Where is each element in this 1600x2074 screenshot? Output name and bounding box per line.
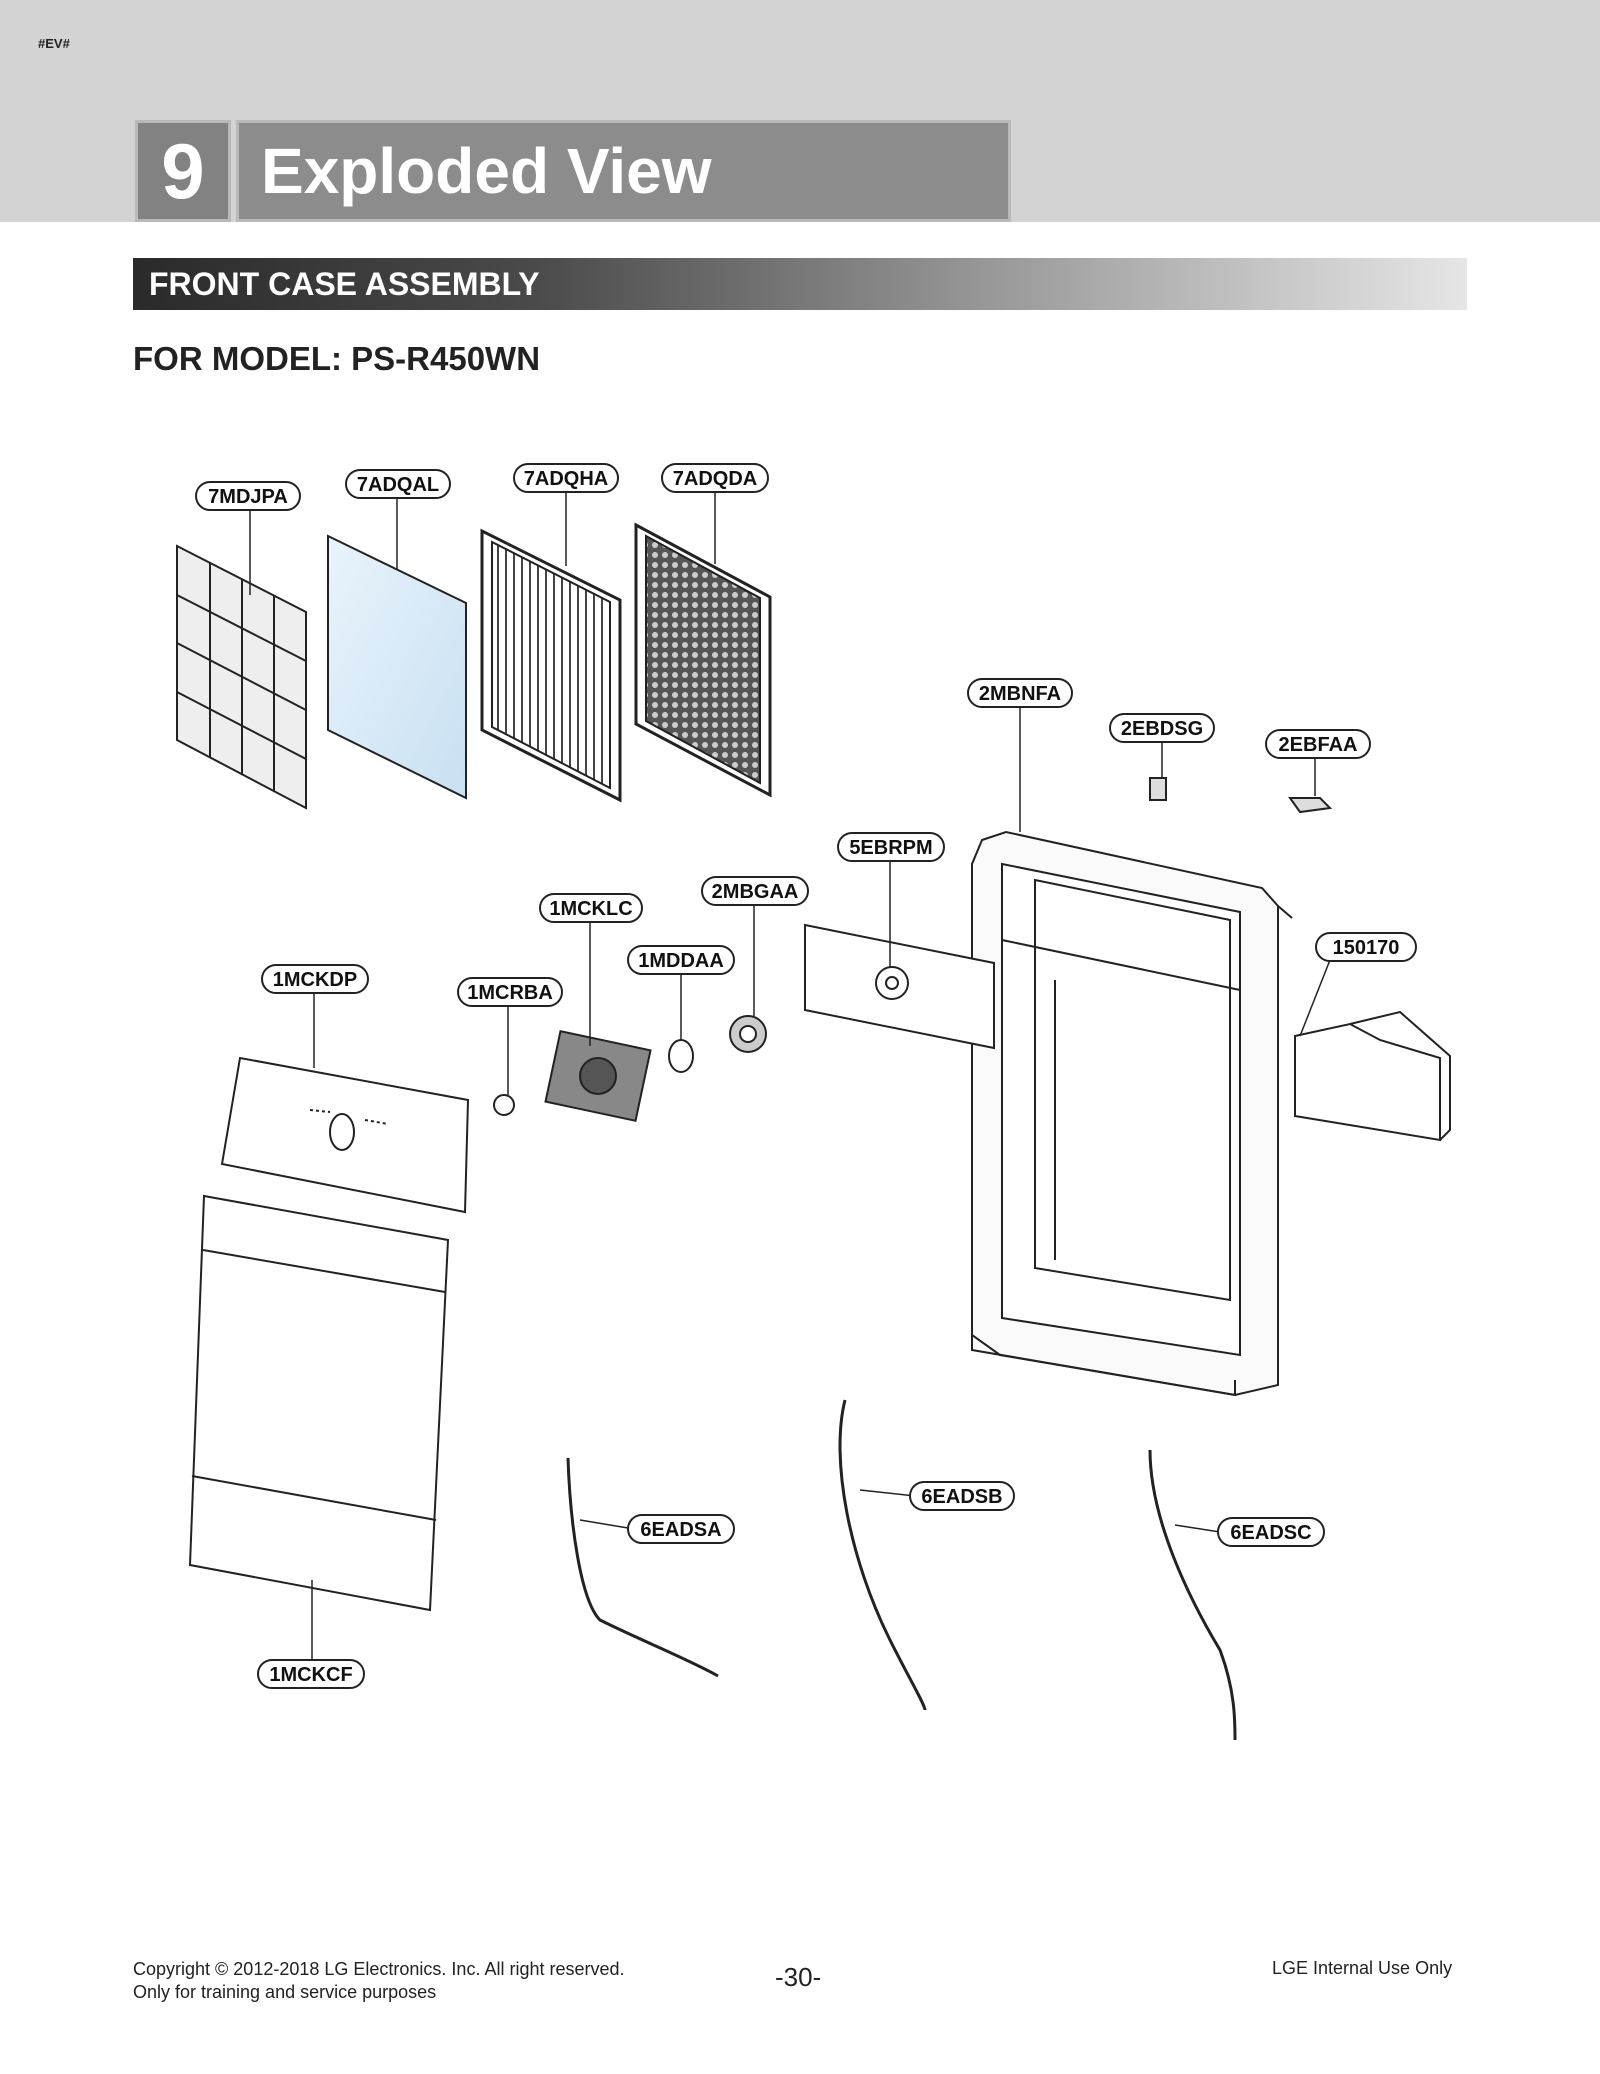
page-number: -30- xyxy=(775,1962,822,1992)
encoder-assembly xyxy=(544,1030,652,1122)
svg-text:5EBRPM: 5EBRPM xyxy=(849,837,932,859)
label-2ebfaa: 2EBFAA xyxy=(1265,729,1371,759)
svg-text:7MDJPA: 7MDJPA xyxy=(208,486,288,508)
wire-harness-c xyxy=(1148,1449,1237,1741)
switch-part xyxy=(1288,797,1333,814)
purpose-text: Only for training and service purposes xyxy=(133,1982,437,2002)
label-1mddaa: 1MDDAA xyxy=(627,945,735,975)
svg-text:6EADSC: 6EADSC xyxy=(1230,1522,1311,1544)
svg-text:1MCKCF: 1MCKCF xyxy=(269,1664,352,1686)
exploded-view-diagram: 7MDJPA 7ADQAL 7ADQHA 7ADQDA 2MBNFA 2EBDS… xyxy=(176,463,1451,1741)
svg-text:2MBNFA: 2MBNFA xyxy=(979,683,1061,705)
doc-tag: #EV# xyxy=(38,36,70,51)
knob-part xyxy=(729,1015,767,1053)
o-ring xyxy=(668,1039,694,1073)
display-plate xyxy=(804,923,995,1050)
svg-text:7ADQHA: 7ADQHA xyxy=(524,468,608,490)
svg-text:2EBFAA: 2EBFAA xyxy=(1279,734,1358,756)
label-1mcrba: 1MCRBA xyxy=(457,977,563,1007)
pre-filter xyxy=(176,544,307,810)
label-6eadsc: 6EADSC xyxy=(1217,1517,1325,1547)
svg-text:2EBDSG: 2EBDSG xyxy=(1121,718,1203,740)
hepa-filter xyxy=(480,528,622,803)
label-1mckdp: 1MCKDP xyxy=(261,964,369,994)
svg-text:1MCKLC: 1MCKLC xyxy=(549,898,632,920)
svg-text:1MDDAA: 1MDDAA xyxy=(638,950,724,972)
label-1mcklc: 1MCKLC xyxy=(539,893,643,923)
svg-text:7ADQAL: 7ADQAL xyxy=(357,474,439,496)
label-7mdjpa: 7MDJPA xyxy=(195,481,301,511)
label-7adqda: 7ADQDA xyxy=(661,463,769,493)
carbon-filter xyxy=(634,522,772,798)
svg-text:1MCKDP: 1MCKDP xyxy=(273,969,357,991)
chapter-number: 9 xyxy=(135,120,231,222)
front-cover xyxy=(188,1194,450,1612)
svg-text:7ADQDA: 7ADQDA xyxy=(673,468,757,490)
sensor-part xyxy=(1149,777,1167,801)
svg-text:2MBGAA: 2MBGAA xyxy=(712,881,799,903)
front-case-frame xyxy=(971,830,1293,1397)
label-5ebrpm: 5EBRPM xyxy=(837,832,945,862)
svg-text:1MCRBA: 1MCRBA xyxy=(467,982,553,1004)
rubber-washer xyxy=(493,1094,515,1116)
section-title: FRONT CASE ASSEMBLY xyxy=(133,258,1467,310)
leader-lines xyxy=(249,490,1331,1664)
svg-text:6EADSA: 6EADSA xyxy=(640,1519,721,1541)
svg-text:150170: 150170 xyxy=(1333,937,1400,959)
label-2ebdsg: 2EBDSG xyxy=(1109,713,1215,743)
label-6eadsb: 6EADSB xyxy=(909,1481,1015,1511)
part-labels: 7MDJPA 7ADQAL 7ADQHA 7ADQDA 2MBNFA 2EBDS… xyxy=(195,463,1417,1689)
footer-usage: LGE Internal Use Only xyxy=(1272,1958,1453,1978)
control-panel xyxy=(220,1056,470,1214)
chapter-title: Exploded View xyxy=(236,120,1011,222)
label-150170: 150170 xyxy=(1315,932,1417,962)
clear-sheet xyxy=(327,534,467,800)
footer-copyright: Copyright © 2012-2018 LG Electronics. In… xyxy=(133,1958,625,2004)
label-2mbgaa: 2MBGAA xyxy=(701,876,809,906)
model-line: FOR MODEL: PS-R450WN xyxy=(133,340,541,377)
label-1mckcf: 1MCKCF xyxy=(257,1659,365,1689)
label-2mbnfa: 2MBNFA xyxy=(967,678,1073,708)
label-7adqha: 7ADQHA xyxy=(513,463,619,493)
label-7adqal: 7ADQAL xyxy=(345,469,451,499)
wire-harness-a xyxy=(566,1457,719,1678)
copyright-text: Copyright © 2012-2018 LG Electronics. In… xyxy=(133,1959,625,1979)
wire-harness-b xyxy=(838,1399,927,1711)
sensor-module xyxy=(1294,1010,1451,1142)
label-6eadsa: 6EADSA xyxy=(627,1514,735,1544)
svg-text:6EADSB: 6EADSB xyxy=(921,1486,1002,1508)
